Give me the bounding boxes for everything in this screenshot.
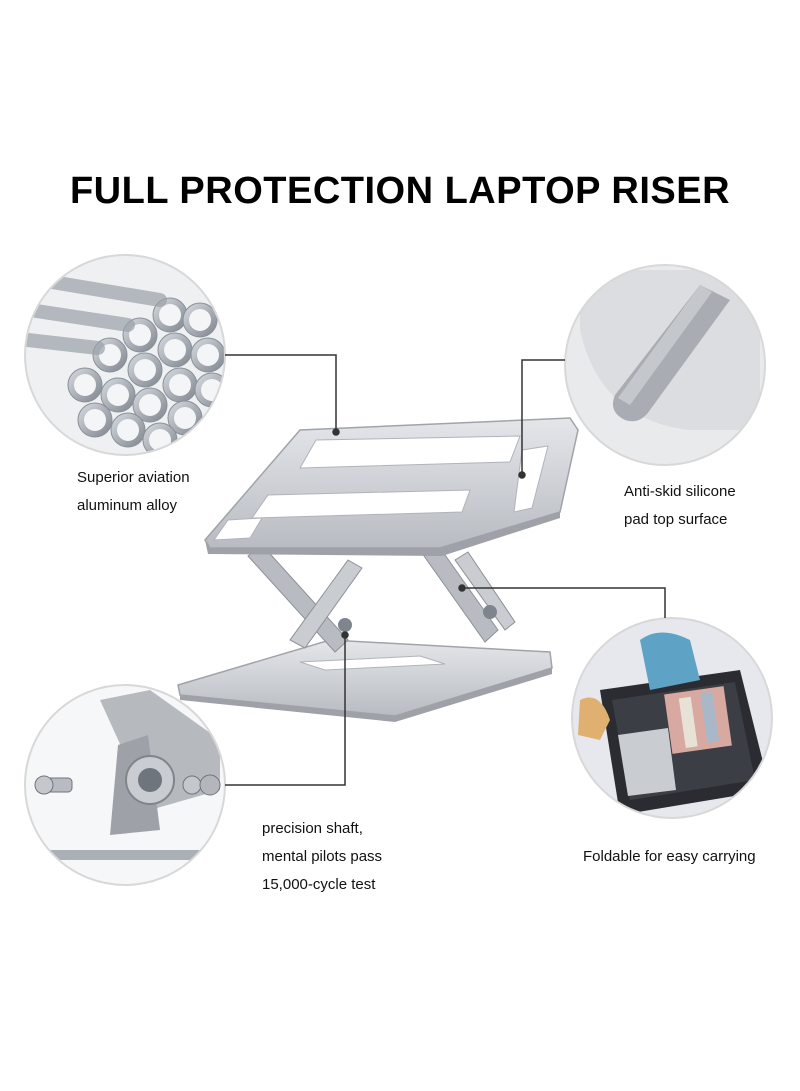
laptop-riser-illustration bbox=[177, 417, 579, 722]
caption-line: Superior aviation bbox=[77, 469, 190, 486]
leader-lines bbox=[225, 354, 666, 786]
feature-caption-foldable: Foldable for easy carrying bbox=[583, 843, 756, 871]
precision-shaft-icon bbox=[24, 684, 226, 886]
caption-line: Anti-skid silicone bbox=[624, 483, 736, 500]
aluminum-tubes-icon bbox=[24, 254, 226, 456]
feature-caption-silicone: Anti-skid silicone pad top surface bbox=[624, 478, 736, 534]
caption-line: mental pilots pass bbox=[262, 848, 383, 865]
caption-line: precision shaft, bbox=[262, 820, 363, 837]
caption-line: Foldable for easy carrying bbox=[583, 848, 756, 865]
silicone-pad-icon bbox=[564, 264, 766, 466]
caption-line: aluminum alloy bbox=[77, 497, 178, 514]
caption-line: 15,000-cycle test bbox=[262, 876, 376, 893]
caption-line: pad top surface bbox=[624, 511, 728, 528]
page-title: FULL PROTECTION LAPTOP RISER bbox=[69, 170, 731, 212]
feature-caption-shaft: precision shaft, mental pilots pass 15,0… bbox=[262, 815, 382, 899]
feature-caption-aluminum: Superior aviation aluminum alloy bbox=[77, 464, 190, 520]
foldable-bag-icon bbox=[571, 617, 773, 819]
